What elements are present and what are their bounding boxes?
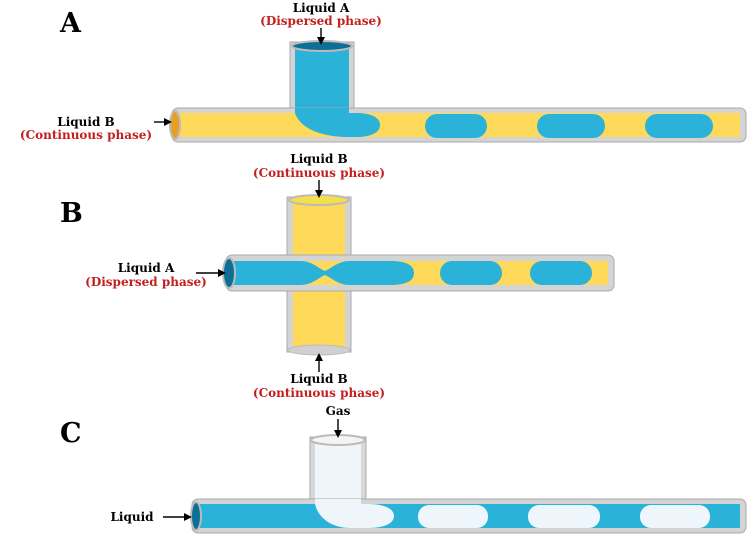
panel-b-droplet — [440, 261, 502, 285]
panel-b-bottom-phase: (Continuous phase) — [253, 386, 385, 400]
panel-a-letter: A — [59, 8, 82, 39]
panel-c-bubble — [418, 505, 488, 528]
panel-b-bottom-label: Liquid B — [290, 372, 347, 386]
panel-a-top-phase: (Dispersed phase) — [260, 14, 382, 28]
panel-c-left-label: Liquid — [110, 510, 154, 524]
panel-b-top-phase: (Continuous phase) — [253, 166, 385, 180]
panel-b-left-label: Liquid A — [118, 261, 175, 275]
panel-b-left-phase: (Dispersed phase) — [85, 275, 207, 289]
panel-a-vertical-inlet-tube — [289, 40, 355, 117]
panel-a: A Liquid A (Dispersed phase) Liquid B (C… — [20, 1, 747, 143]
panel-a-droplet — [425, 114, 487, 138]
panel-c-gas-inlet-tube — [309, 434, 367, 506]
panel-c-top-label: Gas — [326, 404, 351, 418]
panel-a-left-label: Liquid B — [57, 115, 114, 129]
panel-c-letter: C — [60, 418, 82, 449]
panel-b-top-label: Liquid B — [290, 152, 347, 166]
panel-c: C Gas Liquid — [60, 404, 747, 534]
panel-b: B Liquid B (Continuous phase) Liquid A (… — [60, 152, 615, 400]
panel-c-bubble — [528, 505, 600, 528]
panel-a-left-phase: (Continuous phase) — [20, 128, 152, 142]
panel-b-letter: B — [60, 198, 83, 229]
panel-a-top-label: Liquid A — [293, 1, 350, 15]
panel-b-droplet — [530, 261, 592, 285]
panel-a-droplet — [645, 114, 713, 138]
panel-a-droplet — [537, 114, 605, 138]
panel-c-bubble — [640, 505, 710, 528]
